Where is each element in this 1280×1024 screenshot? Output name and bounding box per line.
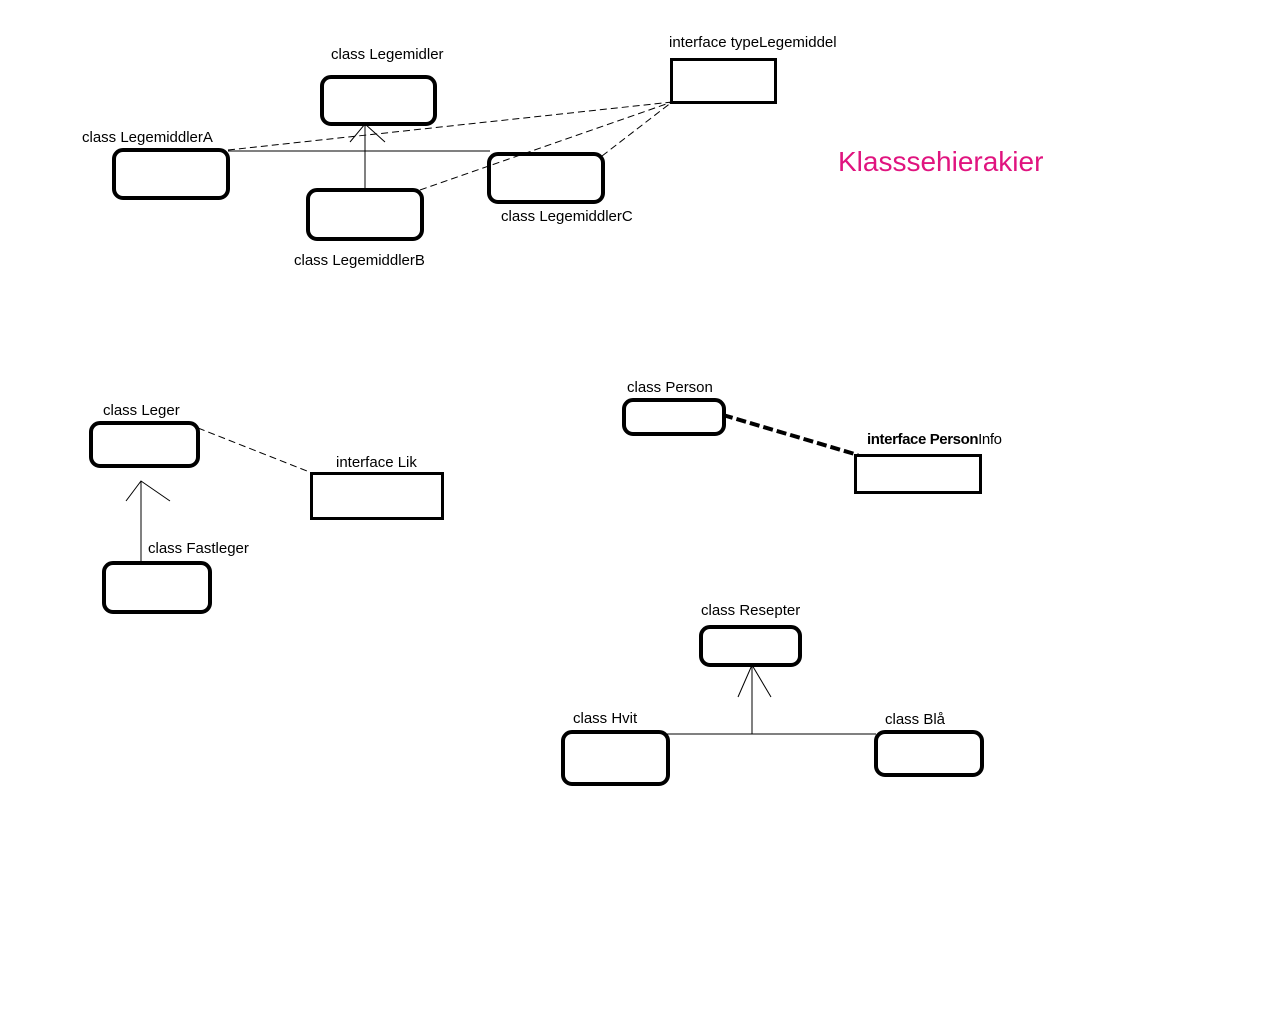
arrowhead-resepter (737, 663, 772, 698)
class-box-resepter[interactable] (699, 625, 802, 667)
edge-a-typelegemiddel (227, 101, 673, 151)
label-person: class Person (627, 379, 713, 396)
label-typelegemiddel: interface typeLegemiddel (669, 34, 837, 51)
interface-box-personinfo[interactable] (854, 454, 982, 494)
class-box-fastleger[interactable] (102, 561, 212, 614)
edge-person-personinfo (722, 413, 859, 457)
label-leger: class Leger (103, 402, 180, 419)
class-box-legemiddlerb[interactable] (306, 188, 424, 241)
edge-c-typelegemiddel (601, 101, 673, 157)
label-legemiddlera: class LegemiddlerA (82, 129, 213, 146)
interface-box-typelegemiddel[interactable] (670, 58, 777, 104)
label-bla: class Blå (885, 711, 946, 728)
class-box-legemiddlerc[interactable] (487, 152, 605, 204)
arrowhead-leger (125, 480, 171, 502)
label-resepter: class Resepter (701, 602, 801, 619)
label-legemiddlerb: class LegemiddlerB (294, 252, 425, 269)
class-box-leger[interactable] (89, 421, 200, 468)
label-legemidler: class Legemidler (331, 46, 444, 63)
class-box-hvit[interactable] (561, 730, 670, 786)
interface-box-lik[interactable] (310, 472, 444, 520)
edge-b-typelegemiddel (419, 101, 673, 191)
label-fastleger: class Fastleger (148, 540, 249, 557)
arrowhead-legemidler (349, 123, 386, 143)
class-box-bla[interactable] (874, 730, 984, 777)
label-personinfo-bold: interface Person (867, 431, 979, 448)
label-hvit: class Hvit (573, 710, 638, 727)
page-title: Klasssehierakier (838, 146, 1044, 177)
label-lik: interface Lik (336, 454, 417, 471)
label-legemiddlerc: class LegemiddlerC (501, 208, 633, 225)
class-box-legemiddlera[interactable] (112, 148, 230, 200)
class-box-person[interactable] (622, 398, 726, 436)
class-box-legemidler[interactable] (320, 75, 437, 126)
edge-leger-lik (197, 427, 313, 474)
label-personinfo: interface PersonInfo (867, 432, 1002, 447)
label-personinfo-rest: Info (978, 431, 1002, 448)
